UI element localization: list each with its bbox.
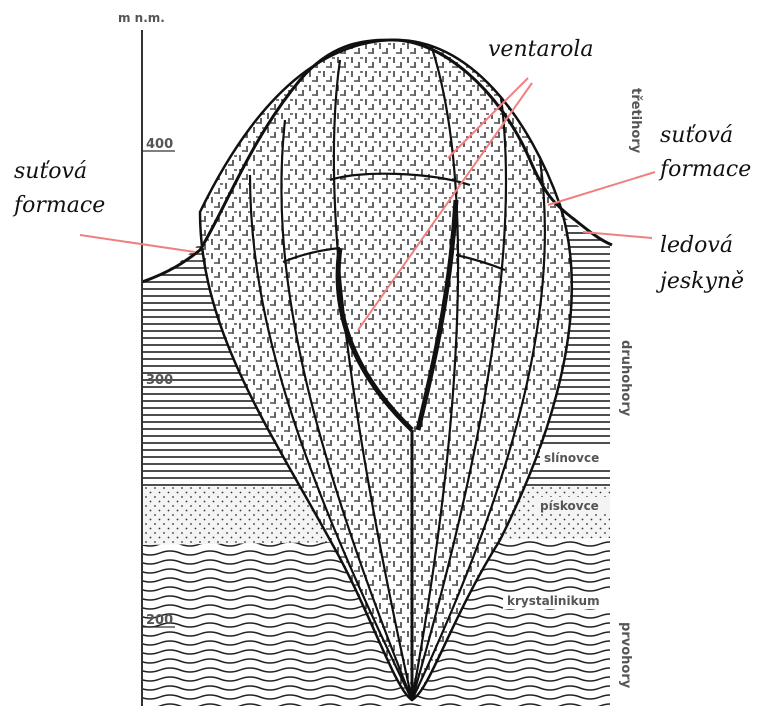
annotation-left-scree-1: suťová — [14, 159, 87, 184]
annotation-ice-cave-1: ledová — [660, 233, 733, 258]
era-label-tertiary: třetihory — [628, 88, 643, 154]
tick-label-300: 300 — [146, 373, 173, 388]
layer-label-marl: slínovce — [544, 451, 599, 465]
era-label-mesozoic: druhohory — [618, 340, 633, 417]
era-label-paleozoic: prvohory — [618, 622, 633, 689]
layer-label-crystalline: krystalinikum — [507, 594, 600, 608]
annotation-ice-cave-2: jeskyně — [655, 269, 744, 294]
annotation-ventarola: ventarola — [488, 37, 594, 62]
annotation-right-scree-2: formace — [658, 157, 751, 182]
tick-label-200: 200 — [146, 613, 173, 628]
annotation-left-scree-2: formace — [12, 193, 105, 218]
tick-label-400: 400 — [146, 137, 173, 152]
axis-unit-label: m n.m. — [118, 11, 165, 25]
layer-label-sandstone: pískovce — [540, 499, 599, 513]
annotation-right-scree-1: suťová — [660, 123, 733, 148]
